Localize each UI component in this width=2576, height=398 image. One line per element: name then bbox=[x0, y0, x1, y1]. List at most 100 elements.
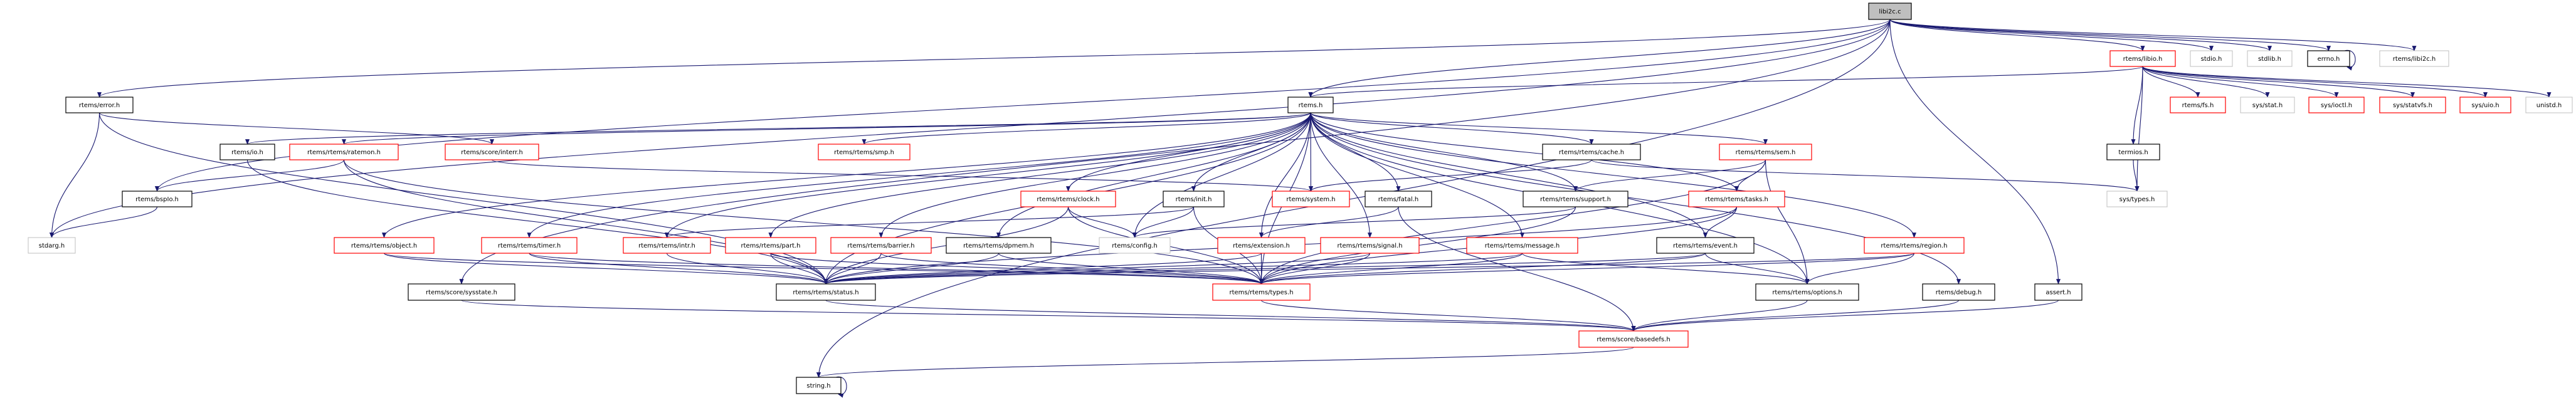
node-libi2c-h[interactable]: rtems/libi2c.h bbox=[2379, 50, 2449, 67]
node-termios-h[interactable]: termios.h bbox=[2106, 144, 2160, 160]
node-unistd-h[interactable]: unistd.h bbox=[2525, 97, 2573, 113]
edge-dpmem-h-to-types-h bbox=[998, 253, 1264, 285]
node-box bbox=[481, 237, 578, 254]
node-label: termios.h bbox=[2118, 149, 2148, 156]
node-label: stdio.h bbox=[2201, 56, 2222, 63]
node-errno-h[interactable]: errno.h bbox=[2307, 50, 2350, 67]
node-box bbox=[334, 237, 435, 254]
edge-message-h-to-status-h bbox=[823, 253, 1523, 285]
edge-bspio-h-to-stdarg-h bbox=[50, 206, 158, 238]
node-bspio-h[interactable]: rtems/bspIo.h bbox=[122, 191, 193, 207]
node-smp-h[interactable]: rtems/rtems/smp.h bbox=[818, 144, 911, 160]
edge-debug-h-to-basedefs-h bbox=[1631, 300, 1960, 332]
node-uio-h[interactable]: sys/uio.h bbox=[2459, 97, 2511, 113]
node-basedefs-h[interactable]: rtems/score/basedefs.h bbox=[1578, 330, 1689, 348]
node-box bbox=[1272, 191, 1350, 207]
edge-event-h-to-options-h bbox=[1704, 253, 1810, 285]
edge-libio-h-to-unistd-h bbox=[2142, 66, 2552, 98]
node-statvfs-h[interactable]: sys/statvfs.h bbox=[2379, 97, 2446, 113]
node-libi2c-c[interactable]: libi2c.c bbox=[1868, 3, 1912, 20]
edge-event-h-to-types-h bbox=[1259, 253, 1706, 285]
node-error-h[interactable]: rtems/error.h bbox=[65, 97, 134, 113]
node-label: rtems/extension.h bbox=[1233, 243, 1290, 249]
edge-libi2c-c-to-string-h bbox=[816, 19, 1891, 378]
node-system-h[interactable]: rtems/system.h bbox=[1272, 191, 1350, 207]
node-label: rtems/score/basedefs.h bbox=[1597, 337, 1670, 343]
node-tasks-h[interactable]: rtems/rtems/tasks.h bbox=[1688, 191, 1785, 207]
edge-libi2c-c-to-error-h bbox=[97, 19, 1891, 98]
edge-ratemon-h-to-bspio-h bbox=[155, 159, 345, 192]
node-label: rtems/rtems/dpmem.h bbox=[963, 243, 1034, 249]
edge-rtems-h-to-config-h bbox=[1132, 112, 1311, 238]
node-label: rtems/rtems/support.h bbox=[1540, 196, 1611, 203]
node-config-h[interactable]: rtems/config.h bbox=[1099, 237, 1171, 254]
node-box bbox=[2459, 97, 2511, 113]
edge-io-h-to-status-h bbox=[246, 159, 828, 285]
node-types-h[interactable]: rtems/rtems/types.h bbox=[1212, 283, 1311, 301]
node-label: sys/statvfs.h bbox=[2393, 102, 2432, 109]
node-cache-h[interactable]: rtems/rtems/cache.h bbox=[1542, 144, 1641, 160]
node-box bbox=[796, 377, 842, 394]
edge-rtems-h-to-intr-h bbox=[665, 112, 1311, 238]
node-stdarg-h[interactable]: stdarg.h bbox=[28, 237, 76, 254]
edge-error-h-to-stdarg-h bbox=[49, 112, 100, 238]
edge-libio-h-to-fs-h bbox=[2142, 66, 2200, 98]
node-clock-h[interactable]: rtems/rtems/clock.h bbox=[1020, 191, 1116, 207]
node-intr-h[interactable]: rtems/rtems/intr.h bbox=[623, 237, 711, 254]
node-barrier-h[interactable]: rtems/rtems/barrier.h bbox=[830, 237, 932, 254]
node-label: rtems/score/sysstate.h bbox=[426, 290, 497, 296]
node-stdlib-h[interactable]: stdlib.h bbox=[2247, 50, 2293, 67]
edge-rtems-h-to-io-h bbox=[245, 112, 1311, 145]
node-sysstate-h[interactable]: rtems/score/sysstate.h bbox=[408, 283, 515, 301]
node-support-h[interactable]: rtems/rtems/support.h bbox=[1523, 191, 1628, 207]
node-fatal-h[interactable]: rtems/fatal.h bbox=[1365, 191, 1432, 207]
node-label: rtems/rtems/clock.h bbox=[1037, 196, 1099, 203]
node-assert-h[interactable]: assert.h bbox=[2034, 283, 2082, 301]
node-signal-h[interactable]: rtems/rtems/signal.h bbox=[1320, 237, 1420, 254]
node-box bbox=[28, 237, 76, 254]
node-label: rtems/rtems/event.h bbox=[1673, 243, 1738, 249]
edge-object-h-to-status-h bbox=[383, 253, 828, 285]
edge-libio-h-to-statvfs-h bbox=[2142, 66, 2415, 98]
node-rtems-h[interactable]: rtems.h bbox=[1287, 97, 1334, 113]
node-debug-h[interactable]: rtems/debug.h bbox=[1922, 283, 1995, 301]
node-label: rtems/rtems/object.h bbox=[351, 243, 417, 249]
node-label: stdarg.h bbox=[39, 243, 65, 249]
edge-support-h-to-config-h bbox=[1132, 206, 1576, 238]
node-extension-h[interactable]: rtems/extension.h bbox=[1217, 237, 1306, 254]
edge-rtems-h-to-event-h bbox=[1310, 112, 1708, 238]
node-options-h[interactable]: rtems/rtems/options.h bbox=[1755, 283, 1859, 301]
edge-rtems-h-to-tasks-h bbox=[1310, 112, 1739, 192]
node-io-h[interactable]: rtems/io.h bbox=[219, 144, 275, 160]
node-status-h[interactable]: rtems/rtems/status.h bbox=[776, 283, 876, 301]
node-stdio-h[interactable]: stdio.h bbox=[2190, 50, 2233, 67]
edge-libio-h-to-uio-h bbox=[2142, 66, 2488, 98]
node-sem-h[interactable]: rtems/rtems/sem.h bbox=[1719, 144, 1812, 160]
node-systypes-h[interactable]: sys/types.h bbox=[2106, 191, 2168, 207]
node-fs-h[interactable]: rtems/fs.h bbox=[2170, 97, 2226, 113]
node-message-h[interactable]: rtems/rtems/message.h bbox=[1466, 237, 1578, 254]
node-init-h[interactable]: rtems/init.h bbox=[1163, 191, 1225, 207]
edge-libio-h-to-ioctl-h bbox=[2142, 66, 2339, 98]
node-box bbox=[2525, 97, 2573, 113]
node-interr-h[interactable]: rtems/score/interr.h bbox=[445, 144, 539, 160]
node-label: rtems/libi2c.h bbox=[2393, 56, 2436, 63]
node-libio-h[interactable]: rtems/libio.h bbox=[2109, 50, 2176, 67]
node-box bbox=[219, 144, 275, 160]
node-label: rtems/rtems/tasks.h bbox=[1705, 196, 1768, 203]
node-box bbox=[2308, 97, 2365, 113]
node-ioctl-h[interactable]: sys/ioctl.h bbox=[2308, 97, 2365, 113]
node-ratemon-h[interactable]: rtems/rtems/ratemon.h bbox=[289, 144, 399, 160]
edge-libio-h-to-rtems-h bbox=[1308, 66, 2143, 98]
node-stat-h[interactable]: sys/stat.h bbox=[2240, 97, 2295, 113]
node-string-h[interactable]: string.h bbox=[796, 377, 842, 394]
node-region-h[interactable]: rtems/rtems/region.h bbox=[1864, 237, 1965, 254]
edge-libi2c-c-to-libi2c-h bbox=[1889, 19, 2417, 51]
node-part-h[interactable]: rtems/rtems/part.h bbox=[725, 237, 816, 254]
node-box bbox=[1020, 191, 1116, 207]
node-timer-h[interactable]: rtems/rtems/timer.h bbox=[481, 237, 578, 254]
node-event-h[interactable]: rtems/rtems/event.h bbox=[1656, 237, 1755, 254]
node-dpmem-h[interactable]: rtems/rtems/dpmem.h bbox=[946, 237, 1052, 254]
node-box bbox=[2106, 144, 2160, 160]
node-object-h[interactable]: rtems/rtems/object.h bbox=[334, 237, 435, 254]
